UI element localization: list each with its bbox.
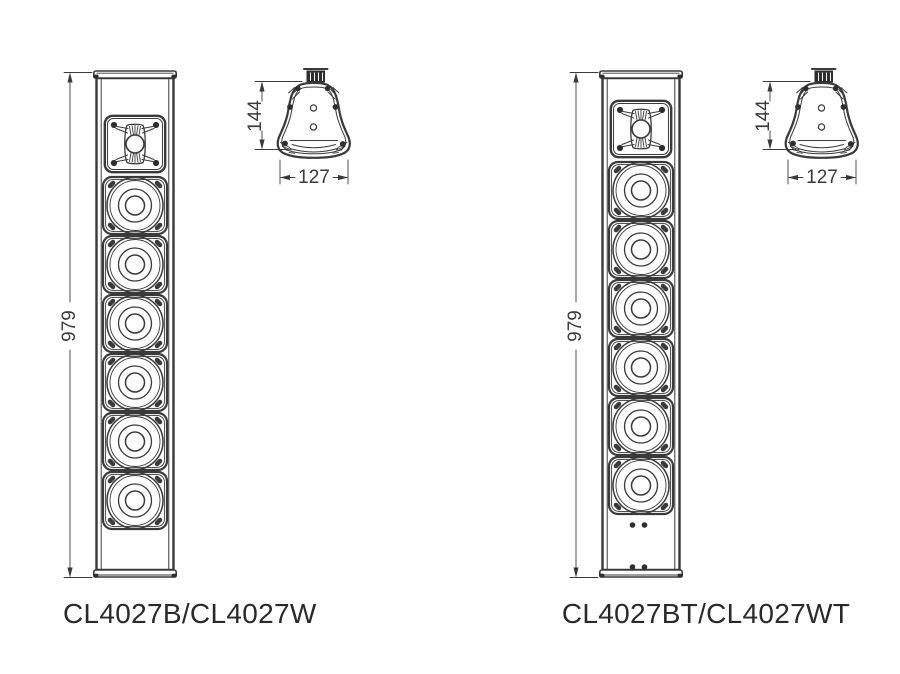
dimension-width-right: 127 (787, 159, 857, 188)
tweeter-horn (103, 114, 167, 174)
tweeter-horn (609, 99, 673, 159)
woofer-2 (103, 236, 167, 293)
top-view-cl4027b (276, 67, 351, 159)
dimension-depth-right: 144 (753, 81, 811, 150)
woofer-1 (609, 162, 673, 219)
woofer-1 (103, 177, 167, 234)
woofer-5 (609, 398, 673, 455)
woofer-4 (103, 354, 167, 411)
front-view-cl4027bt (598, 69, 684, 579)
dimension-depth-left: 144 (245, 81, 303, 150)
top-view-outline (276, 67, 351, 159)
woofer-4 (609, 339, 673, 396)
woofer-6 (103, 472, 167, 529)
width-value-left: 127 (298, 167, 330, 188)
depth-value-right: 144 (753, 100, 774, 132)
top-view-outline (784, 67, 859, 159)
height-value-right: 979 (565, 310, 586, 342)
height-value-left: 979 (59, 310, 80, 342)
woofer-6 (609, 457, 673, 514)
depth-value-left: 144 (245, 100, 266, 132)
woofer-3 (103, 295, 167, 352)
front-view-cl4027b (92, 69, 178, 579)
woofer-5 (103, 413, 167, 470)
bottom-screw-holes (629, 522, 648, 570)
top-view-cl4027bt (784, 67, 859, 159)
dimension-width-left: 127 (279, 159, 349, 188)
model-label-cl4027bt: CL4027BT/CL4027WT (561, 598, 851, 629)
dimension-height-right: 979 (565, 72, 599, 578)
dimension-height-left: 979 (59, 72, 93, 578)
model-label-cl4027b: CL4027B/CL4027W (63, 598, 317, 629)
woofer-2 (609, 221, 673, 278)
woofer-3 (609, 280, 673, 337)
width-value-right: 127 (806, 167, 838, 188)
